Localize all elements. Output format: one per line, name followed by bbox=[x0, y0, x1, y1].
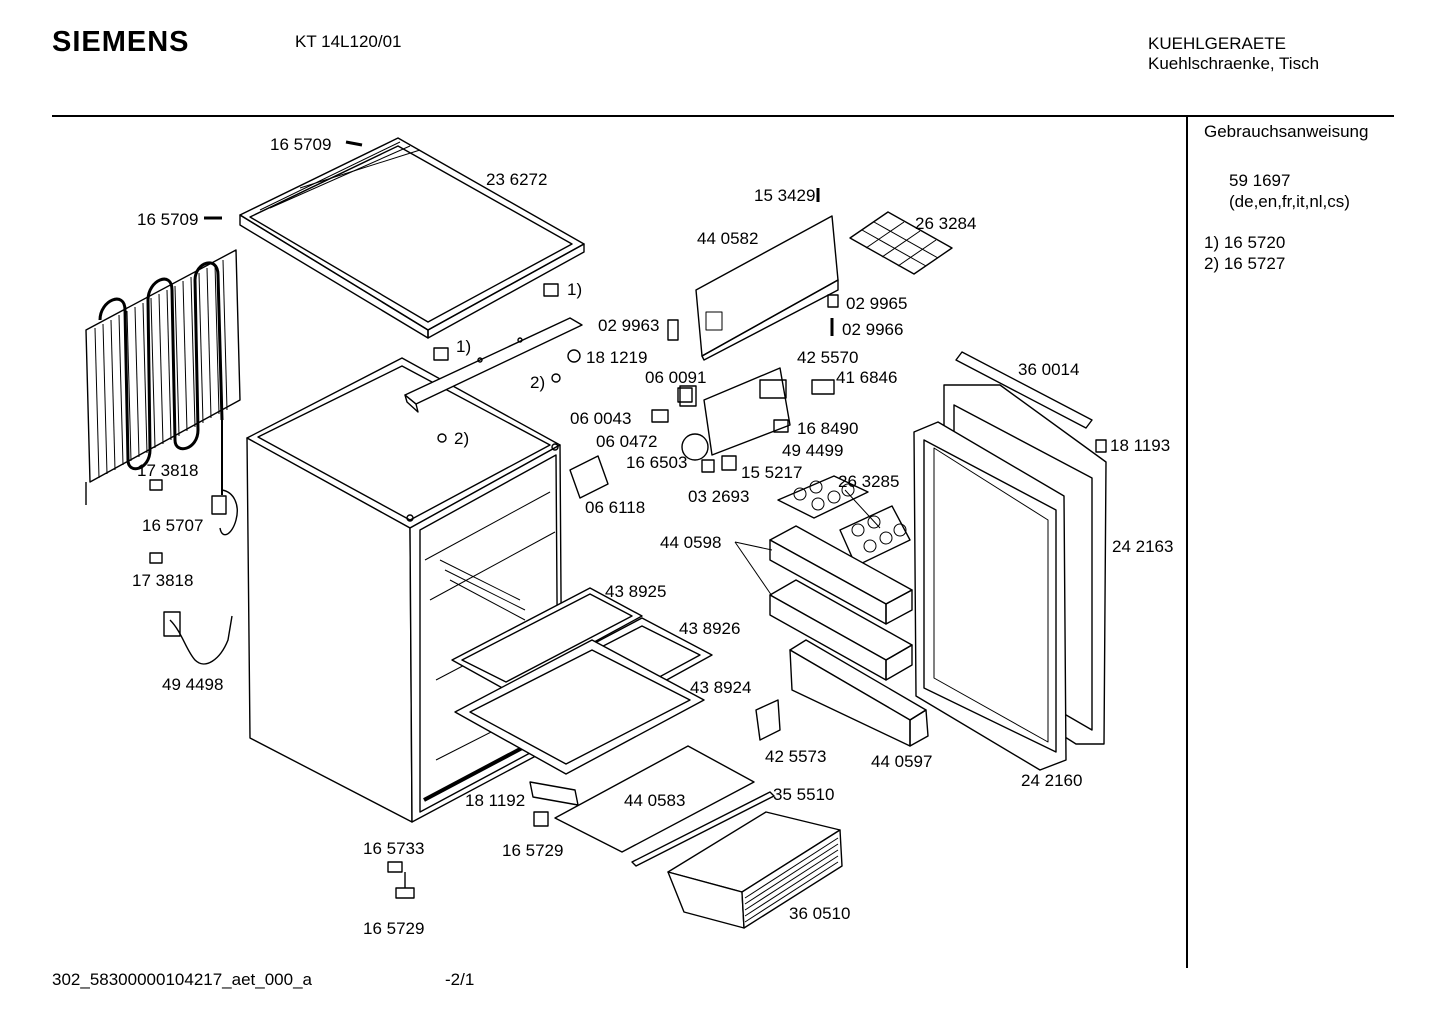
thermostat-control bbox=[569, 367, 835, 499]
part-label: 36 0510 bbox=[789, 904, 850, 923]
door-trim-36-0014 bbox=[955, 351, 1093, 429]
part-label: 35 5510 bbox=[773, 785, 834, 804]
hinge-bracket-top bbox=[404, 317, 583, 413]
part-label: 44 0598 bbox=[660, 533, 721, 552]
part-label: 26 3285 bbox=[838, 472, 899, 491]
part-label: 43 8924 bbox=[690, 678, 751, 697]
part-label: 1) bbox=[567, 280, 582, 299]
crisper-drawer bbox=[667, 811, 843, 929]
part-label: 03 2693 bbox=[688, 487, 749, 506]
part-label: 06 0043 bbox=[570, 409, 631, 428]
part-label: 2) bbox=[454, 429, 469, 448]
part-label: 06 6118 bbox=[585, 498, 645, 517]
freezer-door-44-0582 bbox=[695, 215, 839, 361]
part-label: 17 3818 bbox=[137, 461, 198, 480]
part-label: 16 5729 bbox=[502, 841, 563, 860]
part-label: 16 5707 bbox=[142, 516, 203, 535]
part-label: 41 6846 bbox=[836, 368, 897, 387]
part-label: 06 0091 bbox=[645, 368, 706, 387]
trim-strip-35-5510 bbox=[631, 791, 775, 867]
part-label: 26 3284 bbox=[915, 214, 976, 233]
crisper-cover-44-0583 bbox=[554, 745, 755, 853]
part-label: 18 1192 bbox=[465, 791, 525, 810]
part-label: 06 0472 bbox=[596, 432, 657, 451]
part-label: 18 1193 bbox=[1110, 436, 1170, 455]
part-label: 49 4498 bbox=[162, 675, 223, 694]
manual-number: 59 1697 bbox=[1229, 171, 1291, 190]
hinge-bottom-18-1192 bbox=[529, 781, 579, 827]
door-gasket-24-2160 bbox=[913, 421, 1067, 771]
relay-16-5707 bbox=[211, 489, 238, 536]
part-label: 02 9966 bbox=[842, 320, 903, 339]
part-label: 24 2160 bbox=[1021, 771, 1082, 790]
note-1: 1) 16 5720 bbox=[1204, 233, 1286, 252]
part-label: 02 9965 bbox=[846, 294, 907, 313]
part-label: 43 8926 bbox=[679, 619, 740, 638]
part-label: 16 5709 bbox=[137, 210, 198, 229]
top-cover bbox=[239, 137, 585, 339]
small-parts bbox=[149, 140, 1107, 564]
part-label: 17 3818 bbox=[132, 571, 193, 590]
glass-shelf-43-8924 bbox=[454, 639, 705, 775]
part-label: 43 8925 bbox=[605, 582, 666, 601]
category-title: KUEHLGERAETE bbox=[1148, 34, 1286, 53]
part-labels: 16 5709 23 6272 16 5709 1) 1) 18 1219 2)… bbox=[132, 135, 1173, 938]
part-label: 44 0597 bbox=[871, 752, 932, 771]
part-label: 36 0014 bbox=[1018, 360, 1079, 379]
part-label: 16 5729 bbox=[363, 919, 424, 938]
leader-lines bbox=[734, 489, 881, 597]
condenser-coil bbox=[85, 249, 241, 505]
part-label: 16 8490 bbox=[797, 419, 858, 438]
door-shelf-44-0598-upper bbox=[769, 525, 913, 625]
footer-code: 302_58300000104217_aet_000_a bbox=[52, 970, 312, 989]
part-label: 16 5733 bbox=[363, 839, 424, 858]
part-label: 15 3429 bbox=[754, 186, 815, 205]
part-label: 49 4499 bbox=[782, 441, 843, 460]
door-shelf-44-0598-lower bbox=[769, 579, 913, 681]
sidebar-title: Gebrauchsanweisung bbox=[1204, 122, 1369, 141]
door-shelf-44-0597 bbox=[789, 639, 929, 747]
model-number: KT 14L120/01 bbox=[295, 32, 402, 51]
part-label: 15 5217 bbox=[741, 463, 802, 482]
fridge-cabinet bbox=[246, 357, 563, 823]
category-subtitle: Kuehlschraenke, Tisch bbox=[1148, 54, 1320, 73]
part-label: 02 9963 bbox=[598, 316, 659, 335]
part-label: 1) bbox=[456, 337, 471, 356]
part-label: 18 1219 bbox=[586, 348, 647, 367]
frame-lines bbox=[52, 115, 1394, 968]
part-label: 44 0582 bbox=[697, 229, 758, 248]
bracket-42-5573 bbox=[755, 699, 781, 741]
egg-tray-26-3285 bbox=[777, 475, 911, 567]
part-label: 24 2163 bbox=[1112, 537, 1173, 556]
manual-languages: (de,en,fr,it,nl,cs) bbox=[1229, 192, 1350, 211]
foot-screw-16-5729 bbox=[387, 861, 415, 899]
part-label: 42 5570 bbox=[797, 348, 858, 367]
power-cord-49-4498 bbox=[163, 611, 233, 665]
part-label: 2) bbox=[530, 373, 545, 392]
glass-shelf-43-8925 bbox=[451, 587, 643, 691]
ice-tray-26-3284 bbox=[849, 211, 953, 275]
footer-page: -2/1 bbox=[445, 970, 475, 989]
note-2: 2) 16 5727 bbox=[1204, 254, 1286, 273]
part-label: 16 5709 bbox=[270, 135, 331, 154]
part-label: 23 6272 bbox=[486, 170, 547, 189]
part-label: 42 5573 bbox=[765, 747, 826, 766]
brand-logo: SIEMENS bbox=[52, 26, 190, 58]
part-label: 44 0583 bbox=[624, 791, 685, 810]
part-label: 16 6503 bbox=[626, 453, 687, 472]
